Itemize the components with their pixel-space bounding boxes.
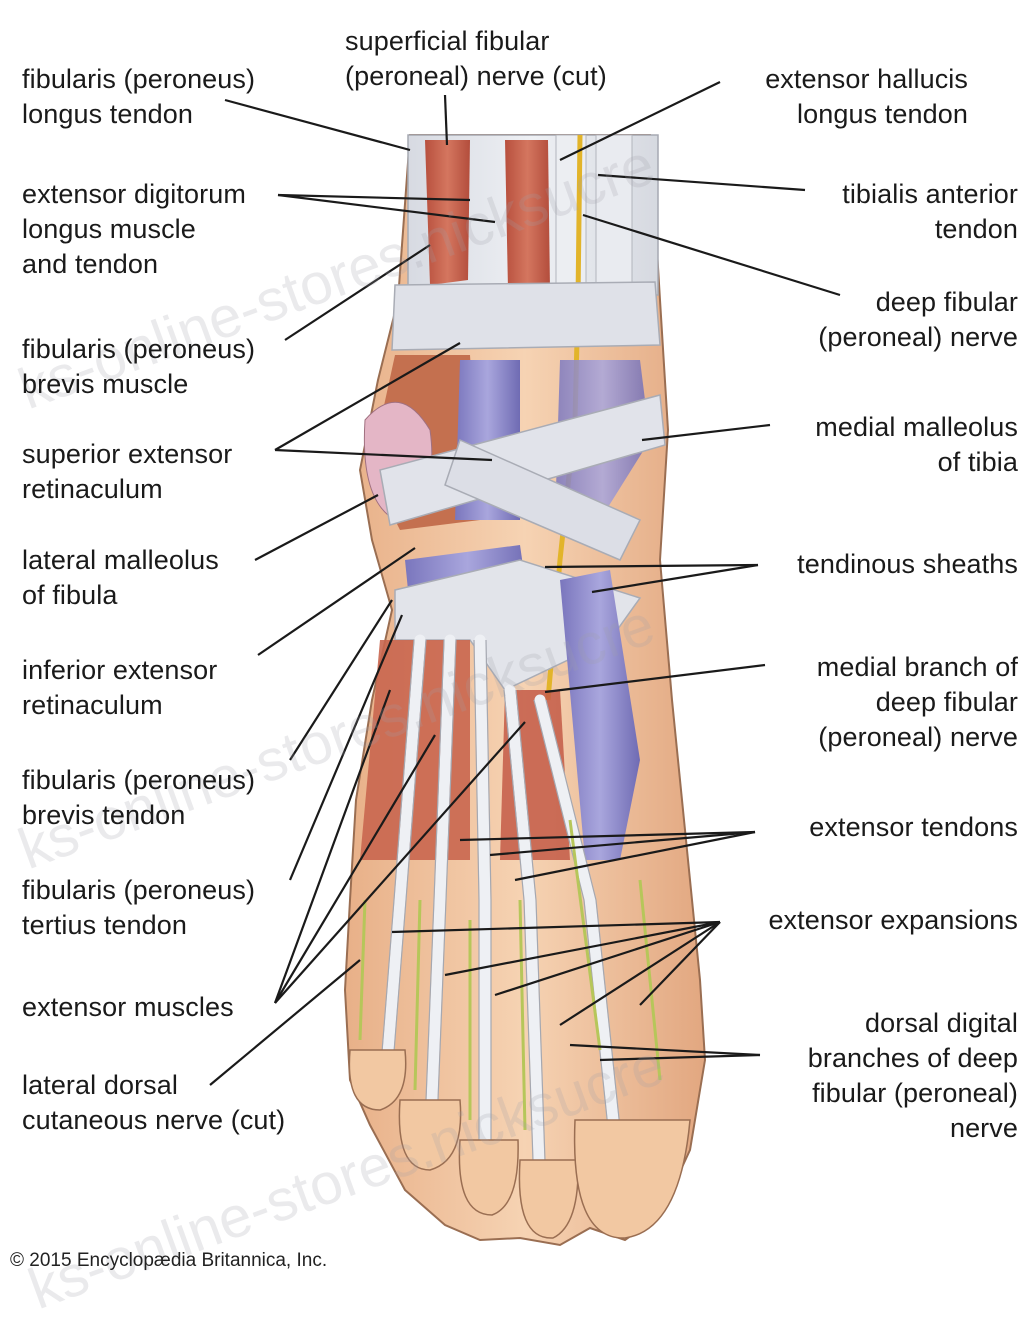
label-line: retinaculum [22, 472, 232, 507]
label-line: (peroneal) nerve [818, 320, 1018, 355]
label-extensor-digitorum-longus: extensor digitorum longus muscle and ten… [22, 177, 246, 282]
label-line: medial branch of [817, 650, 1018, 685]
extensor-digitorum-muscle [505, 140, 550, 290]
label-line: deep fibular [817, 685, 1018, 720]
label-fibularis-brevis-muscle: fibularis (peroneus) brevis muscle [22, 332, 255, 402]
label-line: fibularis (peroneus) [22, 763, 255, 798]
label-line: cutaneous nerve (cut) [22, 1103, 285, 1138]
label-line: longus muscle [22, 212, 246, 247]
label-line: tertius tendon [22, 908, 255, 943]
label-line: brevis muscle [22, 367, 255, 402]
label-medial-branch-deep-fibular: medial branch of deep fibular (peroneal)… [817, 650, 1018, 755]
anatomy-diagram: ks-online-stores.nicksucre ks-online-sto… [0, 0, 1030, 1283]
label-superior-extensor-retinaculum: superior extensor retinaculum [22, 437, 232, 507]
label-line: extensor muscles [22, 990, 234, 1025]
label-line: tendon [842, 212, 1018, 247]
label-line: deep fibular [818, 285, 1018, 320]
label-line: (peroneal) nerve [817, 720, 1018, 755]
label-line: medial malleolus [815, 410, 1018, 445]
copyright-notice: © 2015 Encyclopædia Britannica, Inc. [10, 1250, 327, 1272]
label-line: longus tendon [22, 97, 255, 132]
label-line: and tendon [22, 247, 246, 282]
label-dorsal-digital-branches: dorsal digital branches of deep fibular … [808, 1006, 1018, 1146]
label-line: nerve [808, 1111, 1018, 1146]
label-line: inferior extensor [22, 653, 217, 688]
label-extensor-hallucis-longus: extensor hallucis longus tendon [765, 62, 968, 132]
label-lateral-malleolus: lateral malleolus of fibula [22, 543, 219, 613]
tibialis-tendon [596, 135, 632, 285]
label-line: longus tendon [765, 97, 968, 132]
label-fibularis-brevis-tendon: fibularis (peroneus) brevis tendon [22, 763, 255, 833]
label-line: superficial fibular [345, 24, 607, 59]
label-line: of fibula [22, 578, 219, 613]
label-line: branches of deep [808, 1041, 1018, 1076]
label-line: (peroneal) nerve (cut) [345, 59, 607, 94]
label-line: extensor tendons [809, 810, 1018, 845]
label-line: tendinous sheaths [797, 547, 1018, 582]
label-line: extensor digitorum [22, 177, 246, 212]
label-line: fibularis (peroneus) [22, 873, 255, 908]
label-line: extensor expansions [768, 903, 1018, 938]
superior-retinaculum-band [392, 282, 660, 350]
label-line: tibialis anterior [842, 177, 1018, 212]
label-tibialis-anterior-tendon: tibialis anterior tendon [842, 177, 1018, 247]
label-line: lateral malleolus [22, 543, 219, 578]
label-line: brevis tendon [22, 798, 255, 833]
label-fibularis-longus-tendon: fibularis (peroneus) longus tendon [22, 62, 255, 132]
label-superficial-fibular-nerve: superficial fibular (peroneal) nerve (cu… [345, 24, 607, 94]
label-line: of tibia [815, 445, 1018, 480]
label-deep-fibular-nerve: deep fibular (peroneal) nerve [818, 285, 1018, 355]
label-line: fibularis (peroneus) [22, 62, 255, 97]
label-inferior-extensor-retinaculum: inferior extensor retinaculum [22, 653, 217, 723]
label-fibularis-tertius-tendon: fibularis (peroneus) tertius tendon [22, 873, 255, 943]
fibularis-longus-muscle [425, 140, 470, 285]
label-tendinous-sheaths: tendinous sheaths [797, 547, 1018, 582]
label-line: fibularis (peroneus) [22, 332, 255, 367]
label-medial-malleolus: medial malleolus of tibia [815, 410, 1018, 480]
label-line: dorsal digital [808, 1006, 1018, 1041]
label-line: fibular (peroneal) [808, 1076, 1018, 1111]
label-extensor-tendons: extensor tendons [809, 810, 1018, 845]
label-line: superior extensor [22, 437, 232, 472]
label-extensor-muscles: extensor muscles [22, 990, 234, 1025]
label-line: extensor hallucis [765, 62, 968, 97]
label-extensor-expansions: extensor expansions [768, 903, 1018, 938]
label-lateral-dorsal-cutaneous-nerve: lateral dorsal cutaneous nerve (cut) [22, 1068, 285, 1138]
label-line: retinaculum [22, 688, 217, 723]
label-line: lateral dorsal [22, 1068, 285, 1103]
